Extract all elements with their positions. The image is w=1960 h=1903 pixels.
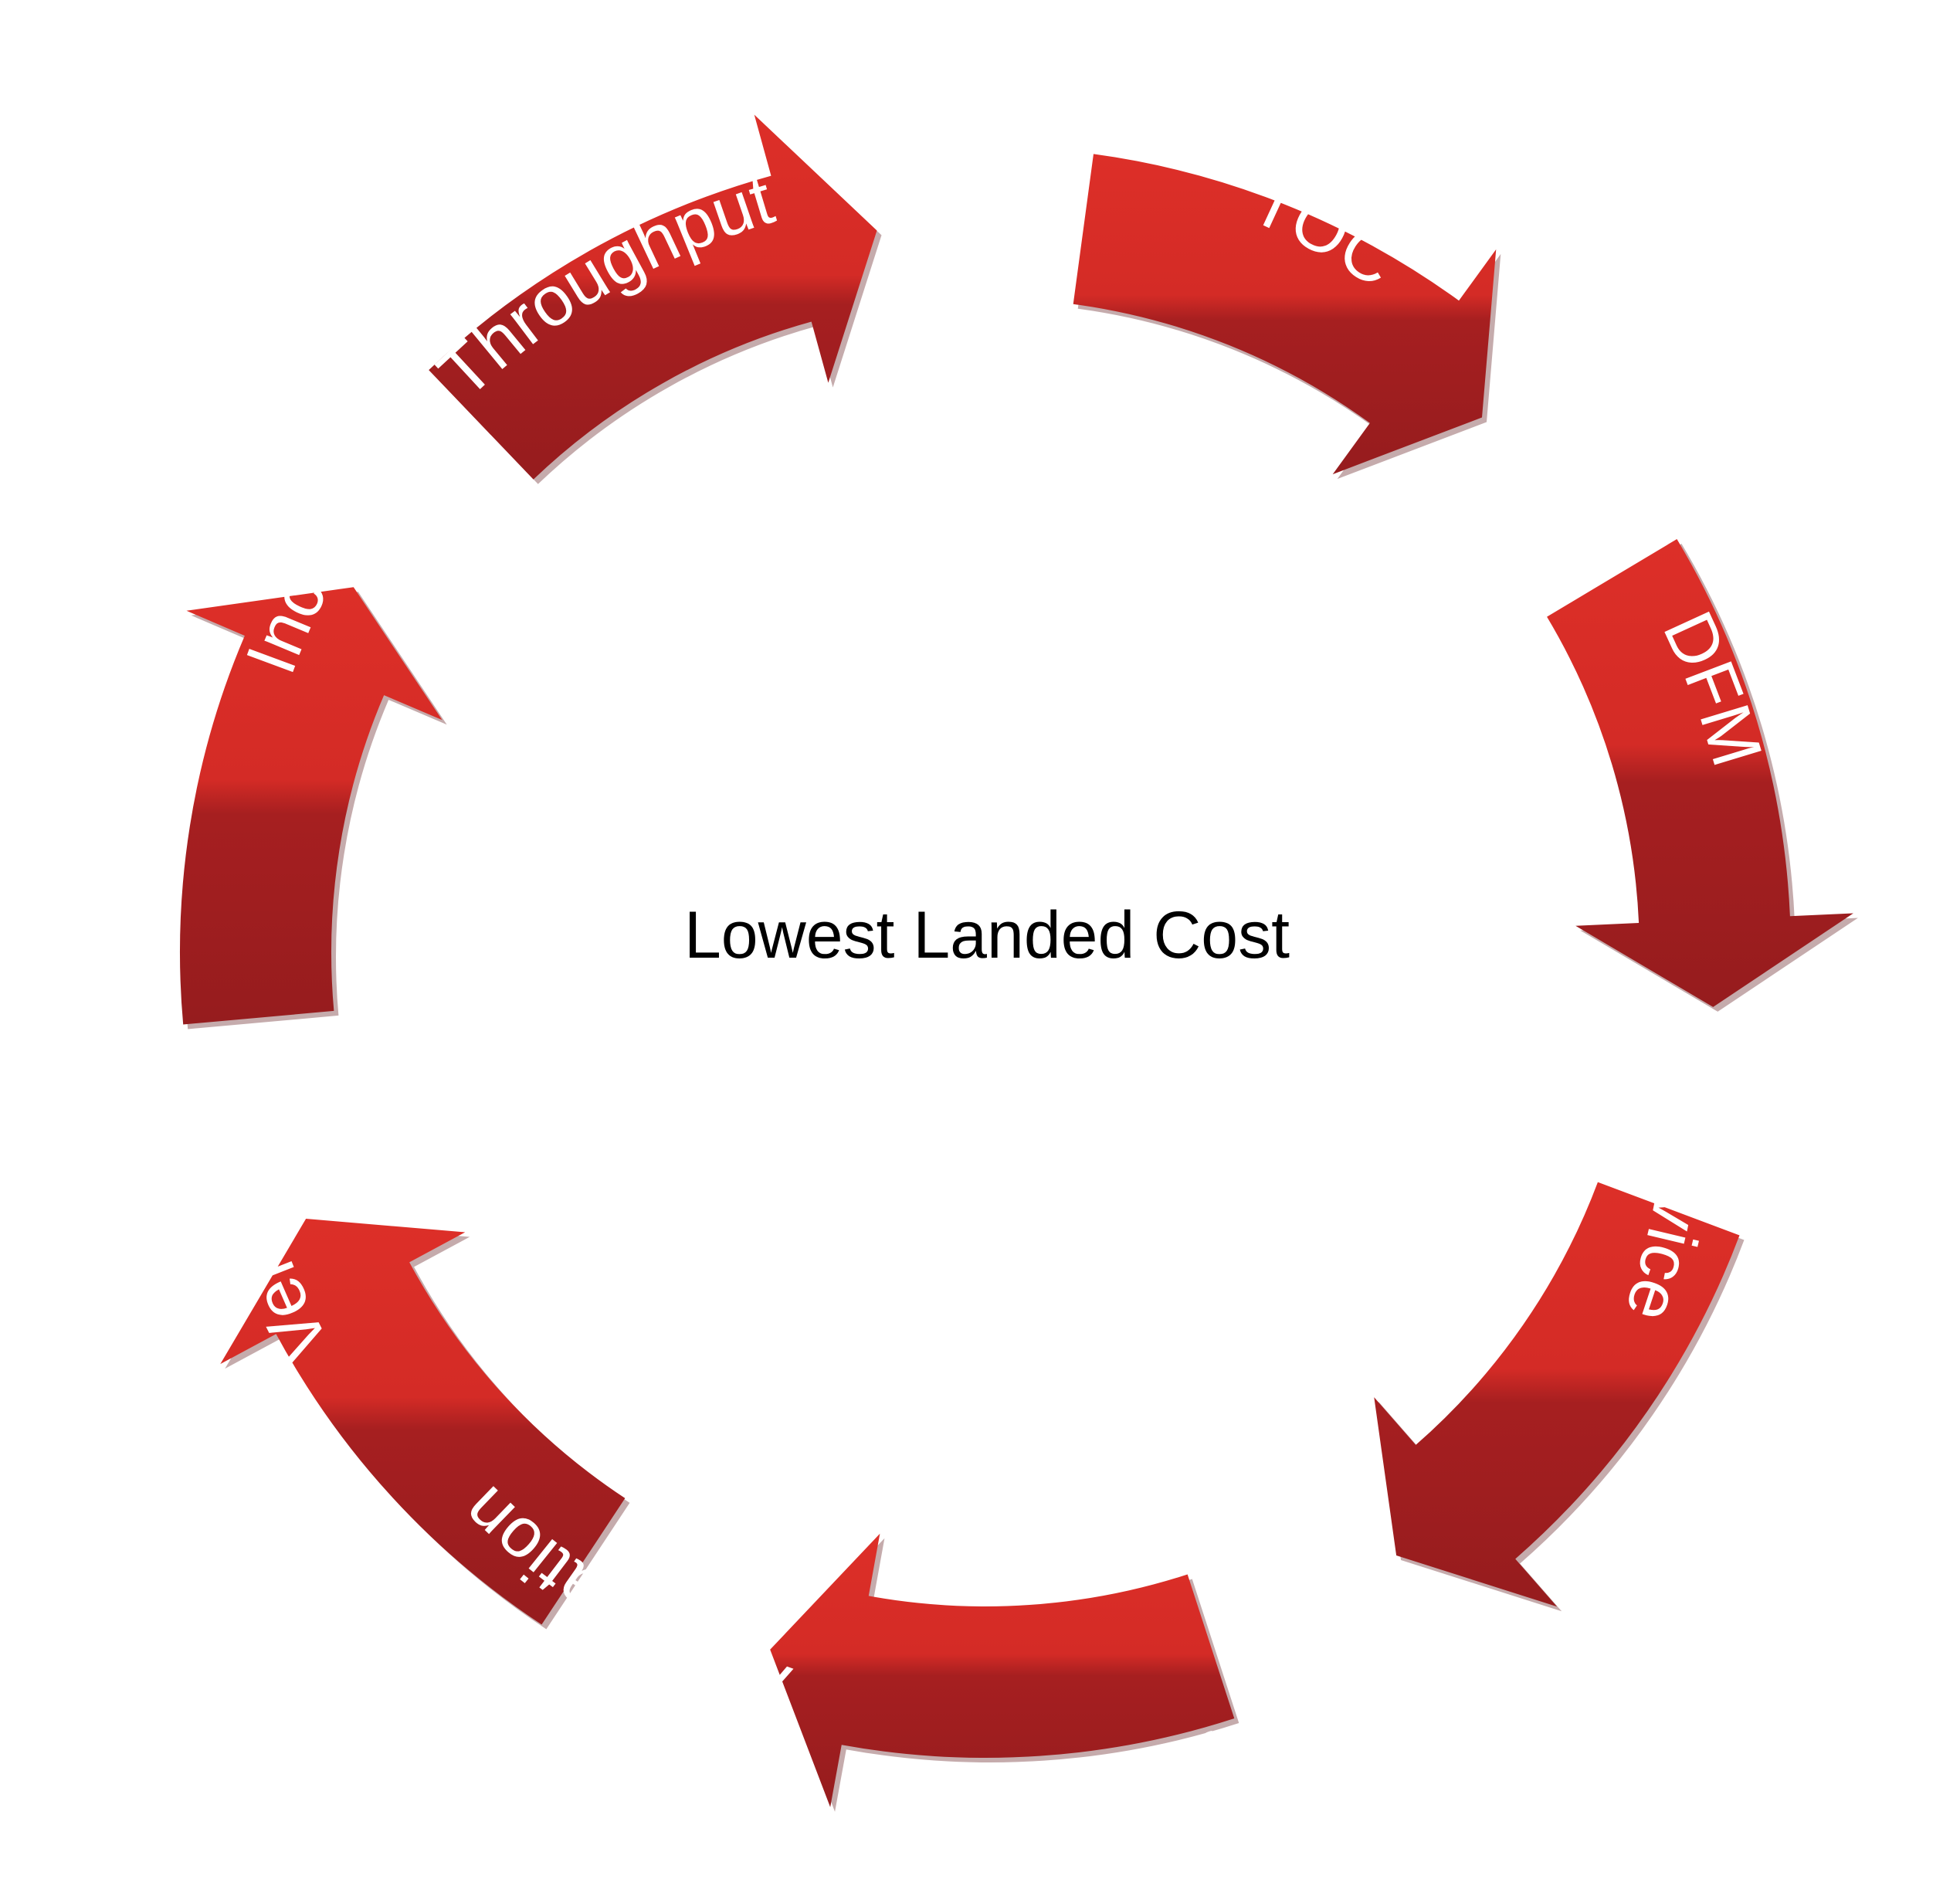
arrow-segment-automation <box>220 1219 626 1625</box>
arrow-segment-toc <box>1073 154 1497 475</box>
arrow-segment-velocity <box>179 587 443 1025</box>
arrow-segment-dfm <box>1547 539 1853 1007</box>
center-label: Lowest Landed Cost <box>684 898 1290 972</box>
arrow-segment-service <box>1374 1182 1740 1607</box>
arrow-segment-increased-throughput <box>429 114 877 480</box>
cycle-ring <box>179 114 1858 1812</box>
arrow-segment-quality <box>770 1533 1235 1807</box>
